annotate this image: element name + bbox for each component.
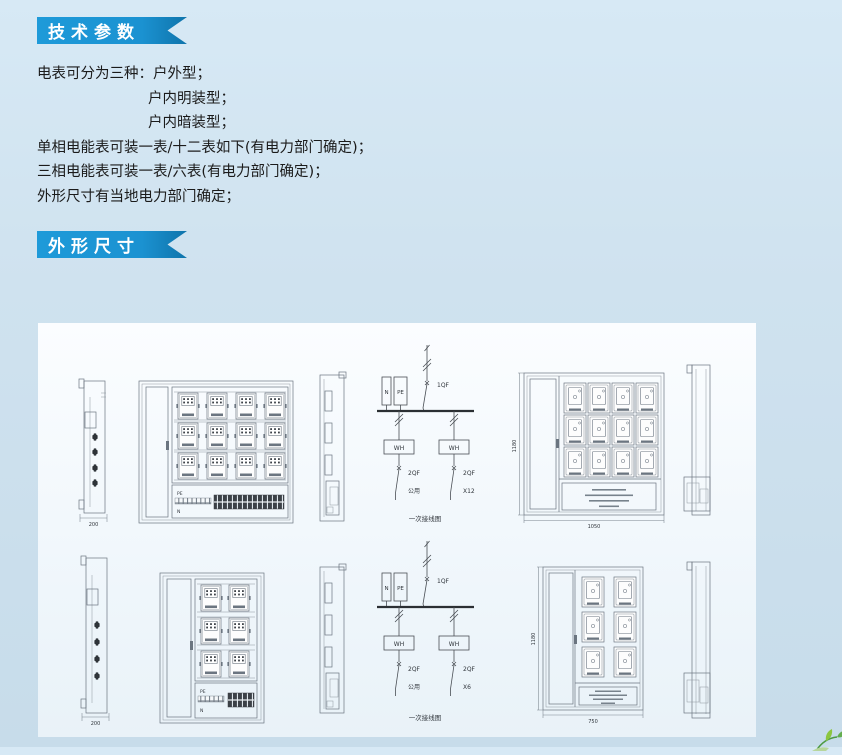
side-view-12m-far-right [683, 364, 711, 516]
dimension-depth: 200 [81, 713, 110, 727]
branch-count-label: X6 [463, 684, 471, 691]
meter-label: WH [449, 641, 459, 648]
meter-label: WH [449, 445, 459, 452]
intro-line: 户内明装型； [148, 90, 235, 107]
dimension-label: 1050 [588, 524, 601, 530]
branch-public-label: 公用 [408, 684, 420, 691]
intro-line: 外形尺寸有当地电力部门确定； [37, 188, 240, 205]
branch-public-label: 公用 [408, 488, 420, 495]
side-view-6m-right [319, 563, 347, 714]
leaf-icon [812, 727, 842, 755]
dimension-label: 1180 [531, 633, 537, 646]
drawings-panel: 200 PE N [38, 323, 756, 737]
outline-drawings: 200 PE N [78, 344, 711, 727]
side-view-12m-left: 200 [78, 378, 108, 528]
side-view-12m-right [319, 371, 347, 522]
branch-breaker-label: 2QF [463, 470, 476, 477]
meter-grid [171, 386, 289, 484]
n-bar-label: N [384, 390, 388, 396]
wiring-diagram-6m: 1QF N PE WH 2QF 公用 WH 2QF X6 一次接线图 [377, 540, 476, 722]
dimension-label: 750 [588, 719, 598, 725]
tech-params-text: 电表可分为三种：户外型； 户内明装型； 户内暗装型； 单相电能表可装一表/十二表… [37, 62, 372, 209]
dimension-label: 1180 [512, 440, 518, 453]
incoming-breaker-label: 1QF [437, 578, 450, 585]
section-title-tech-params: 技术参数 [48, 23, 140, 43]
front-view-6m-small: PE N [159, 572, 265, 724]
branch-count-label: X12 [463, 488, 475, 495]
intro-line: 户内暗装型； [148, 115, 235, 131]
n-label: N [200, 708, 203, 714]
meter-grid [581, 576, 637, 678]
dimension-height: 1180 [531, 566, 543, 711]
incoming-breaker-label: 1QF [437, 382, 450, 389]
n-label: N [177, 509, 180, 515]
front-view-12m-large: 1180 1050 [512, 372, 665, 530]
side-view-6m-left: 200 [80, 555, 110, 727]
branch-breaker-label: 2QF [463, 666, 476, 673]
side-view-6m-far-right [683, 561, 711, 719]
terminal-compartment: PE N [171, 484, 289, 519]
branch-breaker-label: 2QF [408, 666, 421, 673]
dimension-depth: 200 [79, 514, 108, 528]
nameplate [578, 686, 638, 706]
dimension-height: 1180 [512, 372, 524, 516]
intro-line: 单相电能表可装一表/十二表如下(有电力部门确定)； [37, 139, 373, 156]
pe-bar-label: PE [397, 390, 404, 396]
front-view-12m-small: PE N [138, 380, 294, 524]
branch-breaker-label: 2QF [408, 470, 421, 477]
pe-bar-label: PE [397, 586, 404, 592]
meter-label: WH [394, 445, 404, 452]
meter-grid [563, 382, 659, 478]
n-bar-label: N [384, 586, 388, 592]
dimension-label: 200 [89, 522, 99, 528]
meter-label: WH [394, 641, 404, 648]
dimension-label: 200 [91, 721, 101, 727]
section-title-dimensions: 外形尺寸 [48, 237, 140, 257]
dimension-width: 750 [542, 710, 644, 725]
pe-label: PE [200, 689, 206, 695]
dimension-width: 1050 [523, 515, 665, 530]
wiring-caption: 一次接线图 [409, 514, 442, 523]
wiring-diagram-12m: 1QF N PE WH 2QF 公用 WH 2QF X12 一次接线图 [377, 344, 476, 523]
terminal-compartment: PE N [194, 682, 258, 719]
section-banner-dimensions: 外形尺寸 [37, 231, 187, 258]
section-banner-tech-params: 技术参数 [37, 17, 187, 44]
intro-line: 三相电能表可装一表/六表(有电力部门确定)； [37, 164, 329, 180]
pe-label: PE [177, 491, 183, 497]
nameplate [561, 482, 657, 511]
front-view-6m-large: 1180 750 [531, 566, 644, 725]
meter-grid [194, 578, 258, 682]
intro-line: 电表可分为三种：户外型； [37, 66, 211, 82]
wiring-caption: 一次接线图 [409, 713, 442, 722]
